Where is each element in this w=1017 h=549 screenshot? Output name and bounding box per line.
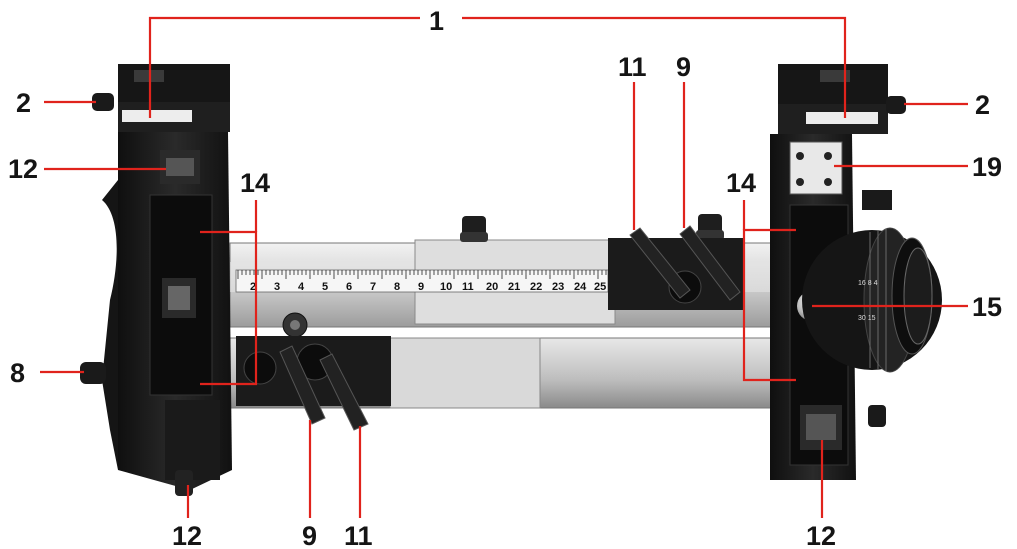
callout-8: 8: [10, 358, 25, 388]
rail-knob-left: [460, 216, 488, 242]
lens-barrel: 16 8 4 30 15: [802, 227, 942, 373]
upper-clamp-block: [608, 225, 743, 310]
scale-mark: 4: [298, 281, 305, 293]
svg-text:30 15: 30 15: [858, 315, 876, 322]
scale-mark: 22: [530, 281, 542, 293]
leader-1-left: [148, 16, 420, 118]
scale-mark: 20: [486, 281, 498, 293]
callout-15: 15: [972, 292, 1002, 322]
callout-12-bottom-left: 12: [172, 521, 202, 549]
leader-14-right: [742, 228, 796, 382]
callout-12-bottom-right: 12: [806, 521, 836, 549]
callout-labels: 1 2 2 12 12 12 11 9 9 11 14 14 19 15 8: [8, 6, 1002, 549]
scale-mark: 6: [346, 281, 352, 293]
scale-mark: 3: [274, 281, 280, 293]
leader-lines: [40, 16, 968, 518]
front-standard: 16 8 4 30 15: [770, 64, 942, 480]
lower-clamp-block: [236, 336, 391, 431]
callout-2-right: 2: [975, 90, 990, 120]
scale-mark: 8: [394, 281, 400, 293]
callout-2-left: 2: [16, 88, 31, 118]
callout-14-right: 14: [726, 168, 756, 198]
callout-12-top-left: 12: [8, 154, 38, 184]
callout-19: 19: [972, 152, 1002, 182]
rail-scale: 2 3 4 5 6 7 8 9 10 11 20 21 22 23 24 25: [250, 281, 606, 293]
rail-knob-right: [696, 214, 724, 240]
scale-mark: 24: [574, 281, 587, 293]
scale-mark: 7: [370, 281, 376, 293]
callout-9-bottom: 9: [302, 521, 317, 549]
scale-mark: 23: [552, 281, 564, 293]
leader-14-left: [200, 230, 258, 386]
scale-mark: 9: [418, 281, 424, 293]
callout-1: 1: [429, 6, 444, 36]
callout-9-top: 9: [676, 52, 691, 82]
rear-standard: [80, 64, 232, 496]
scale-mark: 10: [440, 281, 452, 293]
scale-mark: 21: [508, 281, 520, 293]
callout-11-top: 11: [618, 52, 647, 82]
scale-mark: 2: [250, 281, 256, 293]
callout-14-left: 14: [240, 168, 270, 198]
svg-text:16 8 4: 16 8 4: [858, 280, 878, 287]
callout-11-bottom: 11: [344, 521, 373, 549]
scale-mark: 5: [322, 281, 328, 293]
leader-1-right: [462, 16, 847, 118]
scale-mark: 25: [594, 281, 606, 293]
scale-mark: 11: [462, 281, 474, 293]
